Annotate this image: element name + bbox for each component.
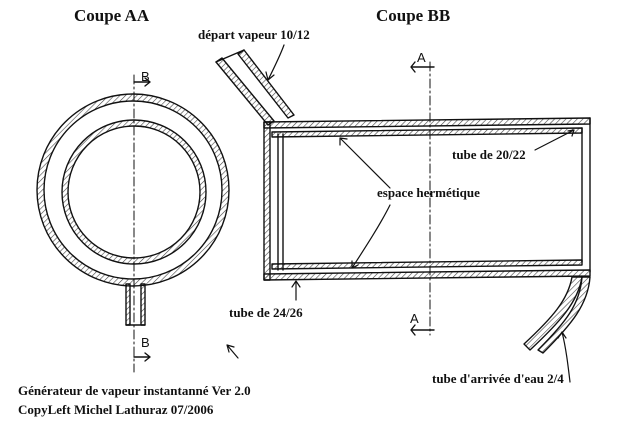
steam-outlet-pipe	[215, 57, 275, 126]
aa-bottom-pipe	[125, 283, 131, 326]
outer-tube-bottom-wall	[263, 269, 591, 281]
water-inlet-pipe	[523, 276, 583, 351]
inner-tube-top-wall	[271, 127, 583, 138]
left-closure	[263, 121, 271, 281]
section-mark-b-bottom: B	[141, 335, 150, 350]
section-aa-drawing	[36, 74, 230, 373]
section-aa-title: Coupe AA	[74, 6, 150, 25]
leader-lines	[226, 44, 575, 383]
aa-bottom-pipe-right	[140, 283, 146, 326]
section-mark-a-bottom: A	[410, 311, 419, 326]
sealed-space-label: espace hermétique	[377, 185, 480, 200]
section-mark-a-top: A	[417, 50, 426, 65]
section-bb-drawing	[215, 49, 591, 354]
footer-copyleft: CopyLeft Michel Lathuraz 07/2006	[18, 402, 214, 417]
section-bb-title: Coupe BB	[376, 6, 451, 25]
inner-tube-label: tube de 20/22	[452, 147, 526, 162]
outer-tube-ring	[36, 93, 230, 287]
outer-tube-top-wall	[263, 117, 591, 129]
water-inlet-label: tube d'arrivée d'eau 2/4	[432, 371, 564, 386]
steam-outlet-label: départ vapeur 10/12	[198, 27, 310, 42]
outer-tube-label: tube de 24/26	[229, 305, 303, 320]
footer-title: Générateur de vapeur instantanné Ver 2.0	[18, 383, 251, 398]
inner-tube-bottom-wall	[271, 259, 583, 270]
section-mark-b-top: B	[141, 69, 150, 84]
inner-tube-ring	[61, 119, 207, 265]
